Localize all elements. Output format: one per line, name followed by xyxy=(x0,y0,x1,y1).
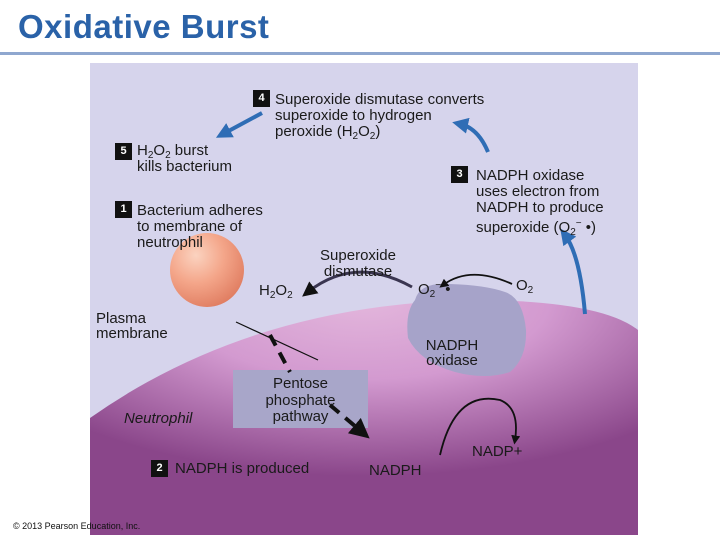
step3-blue-arrow xyxy=(560,228,587,315)
step1-badge: 1 xyxy=(115,201,132,218)
step4-line1: Superoxide dismutase converts xyxy=(275,91,485,108)
step3-line3: NADPH to produce xyxy=(476,199,604,216)
step5-line2: kills bacterium xyxy=(137,158,233,175)
h2o2-label: H2O2 xyxy=(259,282,293,301)
superoxide-to-h2o2-arrow xyxy=(302,270,413,297)
bacterium xyxy=(170,233,244,307)
title-divider xyxy=(0,52,720,55)
step4-blue-arrow xyxy=(215,111,263,138)
step3-line4: superoxide (O2− •) xyxy=(476,218,597,238)
nadph-label: NADPH xyxy=(369,462,422,479)
superoxide-dismutase-label-line2: dismutase xyxy=(323,263,393,280)
step3-line2: uses electron from xyxy=(476,183,600,200)
plasma-membrane-label-line1: Plasma xyxy=(96,310,147,327)
copyright-notice: © 2013 Pearson Education, Inc. xyxy=(13,521,141,531)
superoxide-label: O2− • xyxy=(418,280,451,300)
nadph-oxidase-enzyme xyxy=(407,283,527,376)
step4-line3: peroxide (H2O2) xyxy=(275,123,381,142)
o2-to-oxidase-arrow xyxy=(439,273,513,288)
nadph-oxidase-label-line1: NADPH xyxy=(425,337,479,354)
plasma-membrane-label-line2: membrane xyxy=(96,325,168,342)
nadph-to-nadp-arrow xyxy=(439,397,521,456)
superoxide-dismutase-label-line1: Superoxide xyxy=(320,247,396,264)
slide-title: Oxidative Burst xyxy=(18,8,270,45)
pathway-to-nadph-line xyxy=(328,403,370,439)
pentose-label-line2: phosphate xyxy=(265,392,336,409)
step2-badge: 2 xyxy=(151,460,168,477)
plasma-membrane-pointer xyxy=(235,321,319,361)
oxygen-label: O2 xyxy=(516,277,534,296)
nadph-oxidase-label-line2: oxidase xyxy=(426,352,478,369)
pentose-label-line1: Pentose xyxy=(272,375,329,392)
step2-text: NADPH is produced xyxy=(175,460,310,477)
step1-line2: to membrane of xyxy=(137,218,243,235)
step3-line1: NADPH oxidase xyxy=(476,167,585,184)
step4-badge: 4 xyxy=(253,90,270,107)
dashed-pathway-line xyxy=(268,334,292,373)
step1-line3: neutrophil xyxy=(137,234,203,251)
superoxide-to-step4-blue-arrow xyxy=(452,117,490,153)
step1-line1: Bacterium adheres xyxy=(137,202,263,219)
nadp-label: NADP+ xyxy=(472,443,523,460)
step3-badge: 3 xyxy=(451,166,468,183)
neutrophil-label: Neutrophil xyxy=(124,410,193,427)
step4-line2: superoxide to hydrogen xyxy=(275,107,432,124)
step5-badge: 5 xyxy=(115,143,132,160)
pentose-label-line3: pathway xyxy=(272,408,329,425)
step5-line1: H2O2 burst xyxy=(137,142,209,161)
